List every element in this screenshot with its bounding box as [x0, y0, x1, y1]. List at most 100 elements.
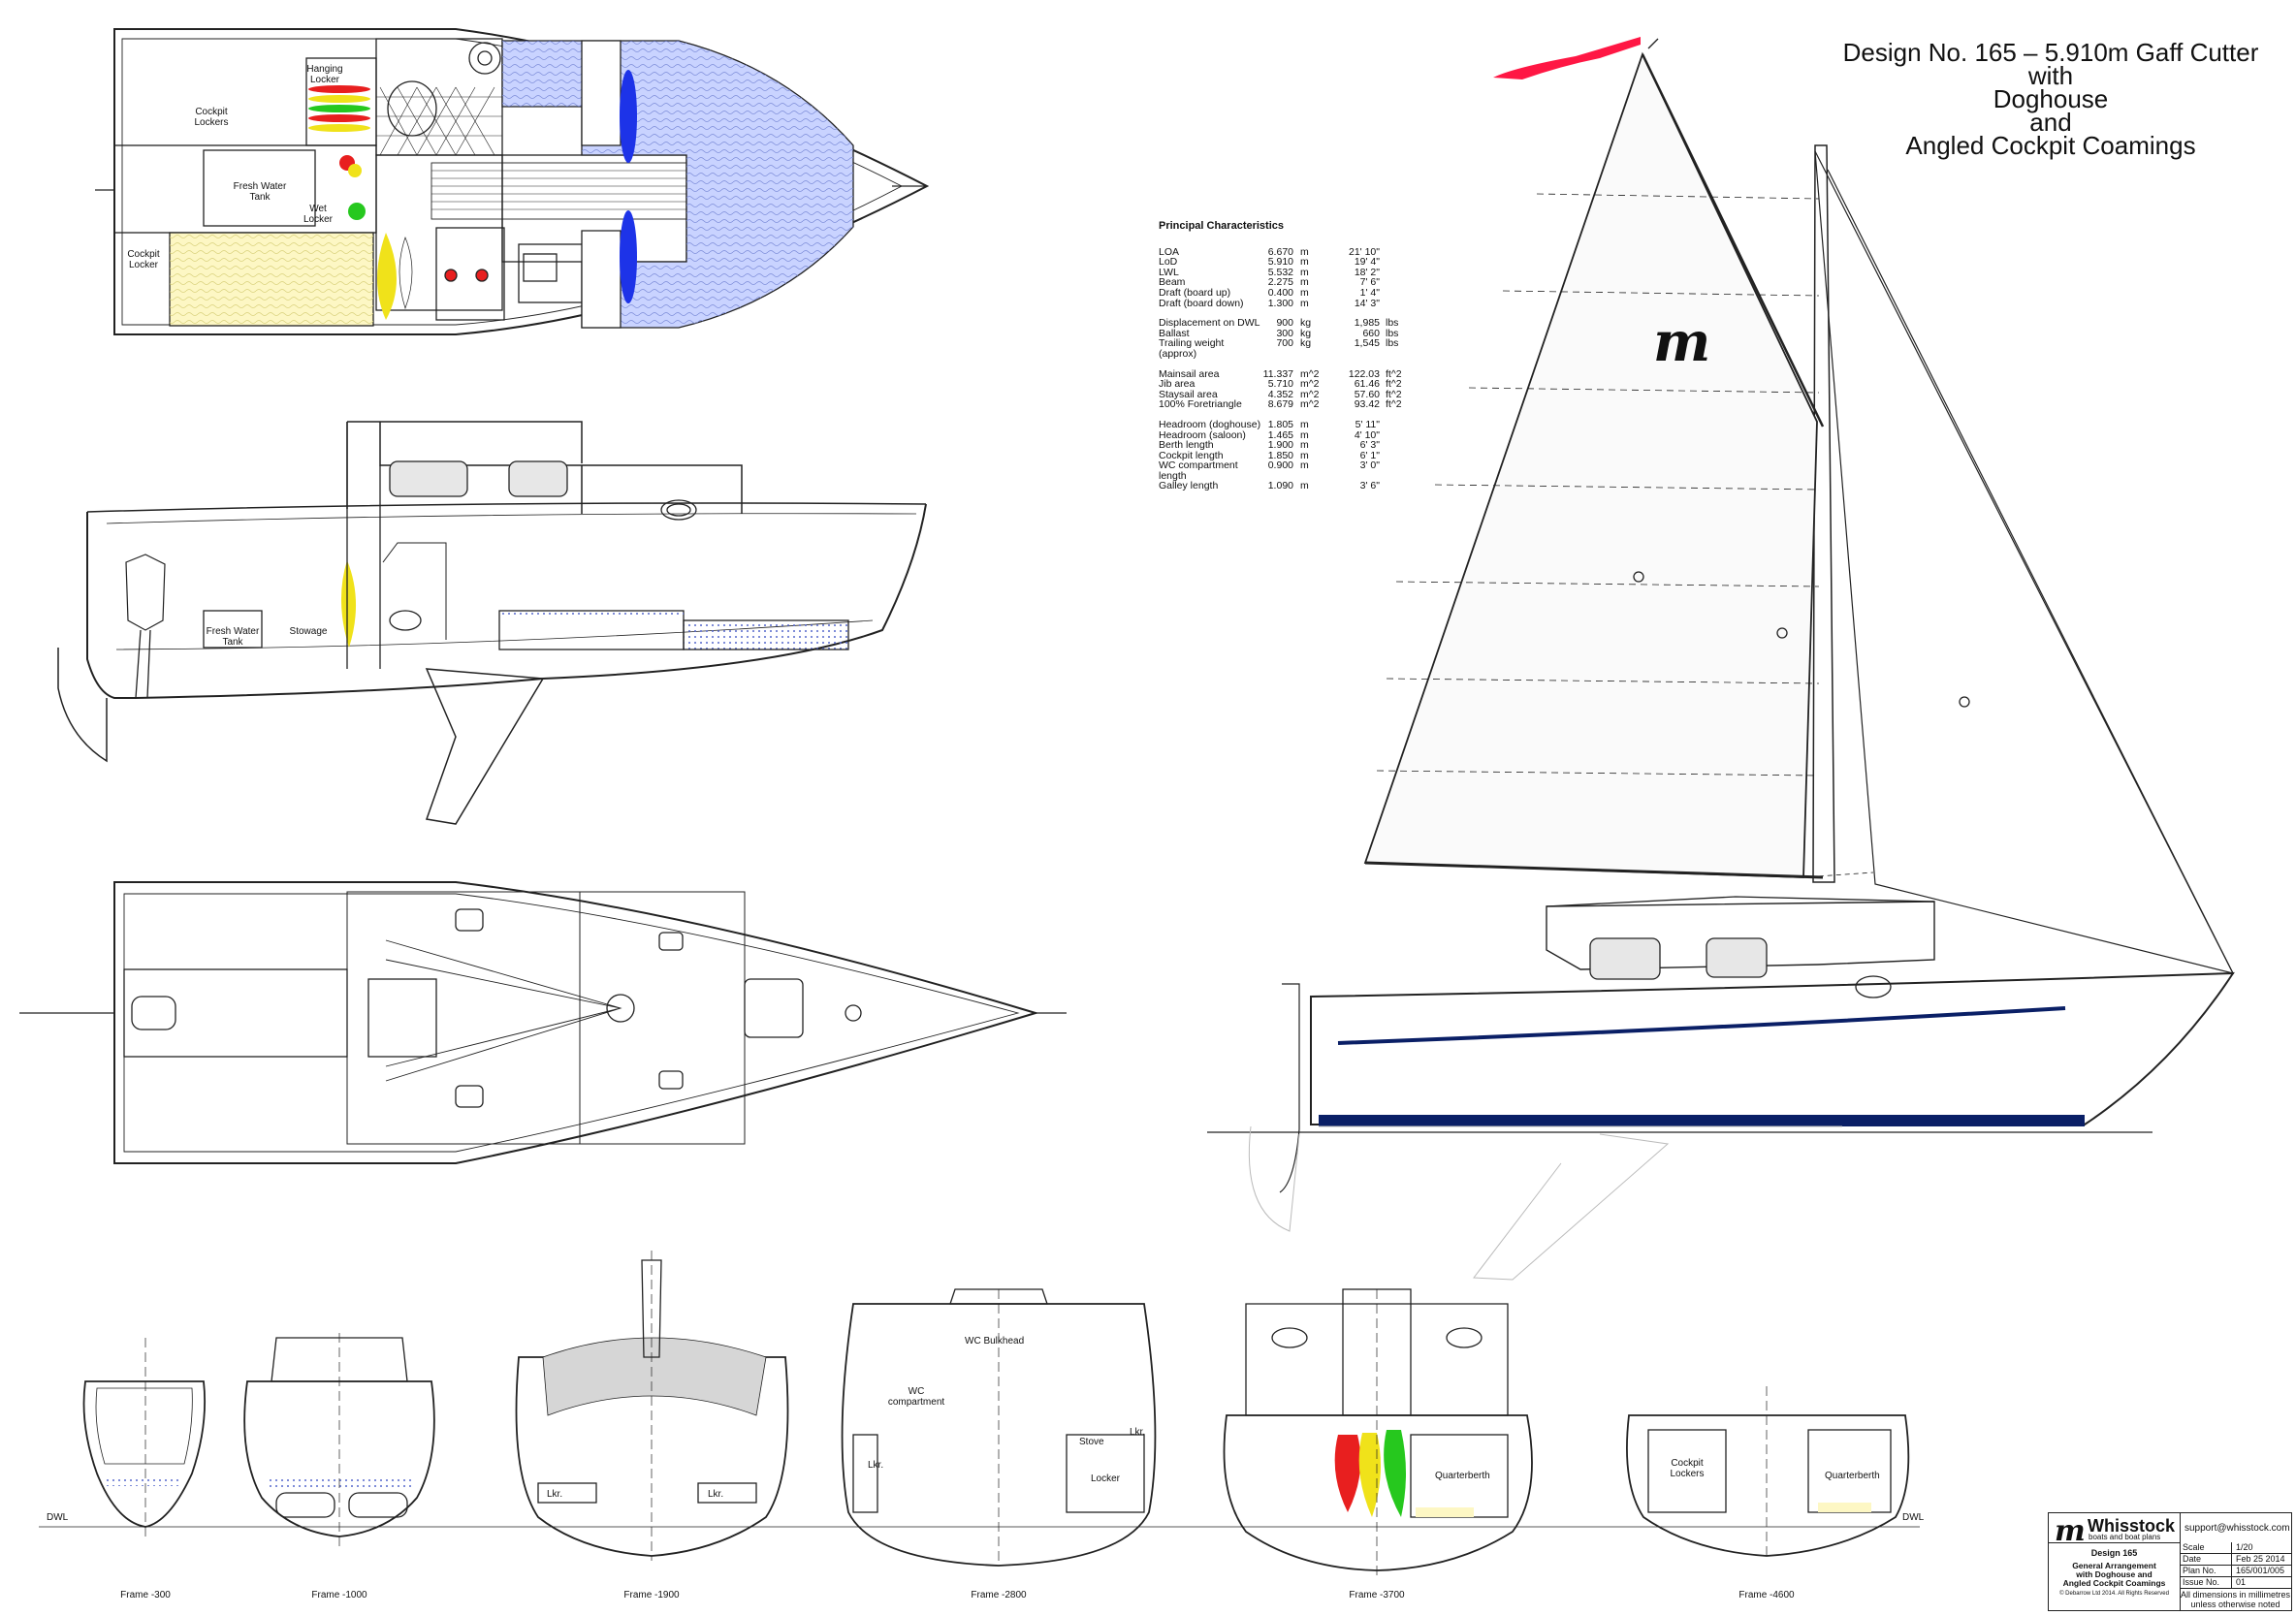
drawing-title: Design No. 165 – 5.910m Gaff Cutter with… — [1823, 38, 2279, 158]
characteristics-cell: 19' 4" — [1354, 256, 1380, 269]
characteristics-cell: LoD — [1159, 256, 1178, 269]
characteristics-cell — [1380, 288, 1407, 299]
characteristics-cell: lbs — [1386, 317, 1399, 330]
fresh-water-tank-profile — [203, 610, 263, 649]
staysail — [1802, 421, 1874, 878]
title-block-row: Plan No.165/001/005 — [2180, 1566, 2291, 1577]
characteristics-cell: 122.03 — [1348, 367, 1380, 380]
title-block: m Whisstock boats and boat plans support… — [2048, 1512, 2292, 1611]
characteristics-cell: Headroom (saloon) — [1159, 428, 1246, 441]
characteristics-cell: 3' 0" — [1359, 459, 1380, 472]
characteristics-cell — [1380, 460, 1407, 481]
title-block-row: Issue No.01 — [2180, 1577, 2291, 1589]
title-line-3: Doghouse — [1993, 84, 2109, 113]
characteristics-cell: 0.900 — [1267, 459, 1293, 472]
label-wc-bulkhead: WC Bulkhead — [965, 1336, 1024, 1347]
characteristics-cell: m^2 — [1300, 367, 1320, 380]
label-lkr-1900-right: Lkr. — [708, 1489, 723, 1500]
text-line: Angled Cockpit Coamings — [2062, 1578, 2166, 1588]
characteristics-cell: m — [1300, 266, 1309, 278]
boom — [1364, 861, 1824, 879]
label-stove: Stove — [1079, 1437, 1104, 1447]
characteristics-cell: Displacement on DWL — [1159, 317, 1260, 330]
design-number: Design 165 — [2090, 1548, 2138, 1558]
section-frame-4600 — [1626, 1386, 1910, 1561]
characteristics-cell: Cockpit length — [1159, 449, 1224, 461]
mainsail — [1363, 51, 1818, 878]
frame-label-300: Frame -300 — [120, 1590, 171, 1600]
characteristics-cell: 21' 10" — [1348, 245, 1380, 258]
text-line: with Doghouse and — [2076, 1569, 2152, 1579]
characteristics-cell: 1,985 — [1354, 317, 1380, 330]
title-line-1: Design No. 165 – 5.910m Gaff Cutter — [1842, 38, 2259, 67]
characteristics-cell: m — [1300, 276, 1309, 289]
characteristics-cell: Beam — [1159, 276, 1186, 289]
copyright: © Debarrow Ltd 2014. All Rights Reserved — [2059, 1591, 2169, 1597]
characteristics-cell: 300 — [1276, 327, 1293, 339]
label-locker: Locker — [1091, 1473, 1121, 1484]
brand-mark-icon: m — [2055, 1514, 2086, 1548]
section-frame-3700 — [1223, 1288, 1533, 1575]
characteristics-cell: 11.337 — [1262, 367, 1293, 380]
section-frame-2800 — [841, 1288, 1157, 1567]
characteristics-cell: 5.910 — [1267, 256, 1293, 269]
frame-label-3700: Frame -3700 — [1349, 1590, 1405, 1600]
characteristics-cell: WC compartment length — [1159, 459, 1238, 482]
boot-stripe — [1319, 1115, 2085, 1126]
characteristics-cell: 3' 6" — [1359, 480, 1380, 492]
characteristics-cell: m — [1300, 297, 1309, 309]
characteristics-cell: 1.300 — [1267, 297, 1293, 309]
title-block-key: Date — [2180, 1554, 2232, 1565]
section-frame-300 — [82, 1338, 207, 1541]
characteristics-cell: 6' 3" — [1359, 439, 1380, 452]
hull-elevation — [1310, 971, 2235, 1125]
mast — [1812, 144, 1835, 883]
characteristics-cell: m^2 — [1300, 388, 1320, 400]
characteristics-cell: m — [1300, 439, 1309, 452]
characteristics-cell — [1380, 430, 1407, 441]
characteristics-cell: m — [1300, 256, 1309, 269]
accommodation-plan — [95, 28, 930, 335]
section-frame-1000 — [243, 1333, 435, 1551]
characteristics-cell: 4.352 — [1267, 388, 1293, 400]
characteristics-cell: m — [1300, 418, 1309, 430]
hull-outline-deck — [113, 881, 1039, 1164]
characteristics-cell: m — [1300, 245, 1309, 258]
characteristics-row: LoD 5.910 m 19' 4" — [1159, 257, 1407, 268]
characteristics-cell: 100% Foretriangle — [1159, 398, 1242, 411]
characteristics-cell: 1.850 — [1267, 449, 1293, 461]
characteristics-cell: 0.400 — [1267, 286, 1293, 299]
characteristics-cell — [1380, 277, 1407, 288]
characteristics-cell: 93.42 — [1354, 398, 1380, 411]
characteristics-cell — [1380, 268, 1407, 278]
brand-name: Whisstock — [2088, 1516, 2176, 1536]
title-line-2: with — [2027, 61, 2074, 90]
characteristics-cell: 18' 2" — [1354, 266, 1380, 278]
characteristics-cell: 61.46 — [1354, 378, 1380, 391]
characteristics-cell: 14' 3" — [1354, 297, 1380, 309]
characteristics-cell: m — [1300, 480, 1309, 492]
brand-mark-sail: m — [1653, 310, 1707, 374]
characteristics-cell: Staysail area — [1159, 388, 1218, 400]
characteristics-cell: 1.090 — [1267, 480, 1293, 492]
frame-label-4600: Frame -4600 — [1738, 1590, 1795, 1600]
frame-label-1000: Frame -1000 — [311, 1590, 367, 1600]
characteristics-cell: 5' 11" — [1355, 418, 1380, 430]
characteristics-cell: 6.670 — [1267, 245, 1293, 258]
